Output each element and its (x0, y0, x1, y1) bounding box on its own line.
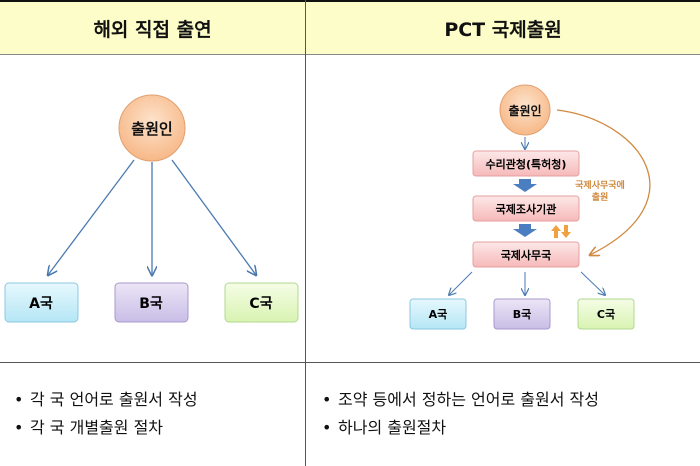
right-country-a: A국 (409, 298, 467, 330)
left-arrows (48, 159, 256, 275)
bullet-item: •하나의 출원절차 (322, 414, 599, 442)
right-arrows (449, 271, 605, 295)
search-authority-node: 국제조사기관 (472, 195, 580, 222)
block-arrow-down-2 (513, 224, 537, 237)
svg-text:C국: C국 (597, 308, 615, 321)
svg-text:B국: B국 (513, 308, 532, 321)
bullet-icon: • (322, 418, 332, 437)
bullet-icon: • (322, 390, 332, 409)
left-bullet-list: •각 국 언어로 출원서 작성 •각 국 개별출원 절차 (14, 386, 198, 442)
svg-text:출원인: 출원인 (131, 120, 172, 138)
section-divider (0, 362, 700, 363)
svg-text:B국: B국 (139, 296, 163, 312)
left-country-b: B국 (114, 282, 189, 323)
svg-text:출원인: 출원인 (508, 103, 541, 118)
direct-filing-curve-arrow (556, 109, 651, 255)
header-pct-filing: PCT 국제출원 (306, 0, 700, 55)
svg-text:국제사무국: 국제사무국 (501, 248, 552, 262)
right-country-b: B국 (493, 298, 551, 330)
svg-text:국제조사기관: 국제조사기관 (496, 202, 557, 216)
international-bureau-node: 국제사무국 (472, 241, 580, 268)
bullet-item: •조약 등에서 정하는 언어로 출원서 작성 (322, 386, 599, 414)
bidirectional-arrow-icon (551, 225, 571, 238)
bullet-item: •각 국 개별출원 절차 (14, 414, 198, 442)
bullet-icon: • (14, 418, 24, 437)
receiving-office-node: 수리관청(특허청) (472, 150, 580, 177)
right-country-c: C국 (577, 298, 635, 330)
svg-text:A국: A국 (429, 308, 448, 321)
bullet-icon: • (14, 390, 24, 409)
right-bullet-list: •조약 등에서 정하는 언어로 출원서 작성 •하나의 출원절차 (322, 386, 599, 442)
left-applicant-node: 출원인 (118, 94, 186, 162)
block-arrow-down-1 (513, 179, 537, 192)
svg-text:C국: C국 (249, 296, 272, 312)
svg-text:수리관청(특허청): 수리관청(특허청) (486, 157, 567, 171)
header-direct-filing: 해외 직접 출연 (0, 0, 305, 55)
left-country-c: C국 (224, 282, 299, 323)
svg-text:A국: A국 (29, 296, 53, 312)
direct-filing-label-2: 출원 (592, 191, 609, 203)
right-applicant-node: 출원인 (499, 84, 551, 136)
column-divider (305, 0, 306, 466)
bullet-item: •각 국 언어로 출원서 작성 (14, 386, 198, 414)
left-country-a: A국 (4, 282, 79, 323)
direct-filing-label-1: 국제사무국에 (575, 179, 625, 191)
